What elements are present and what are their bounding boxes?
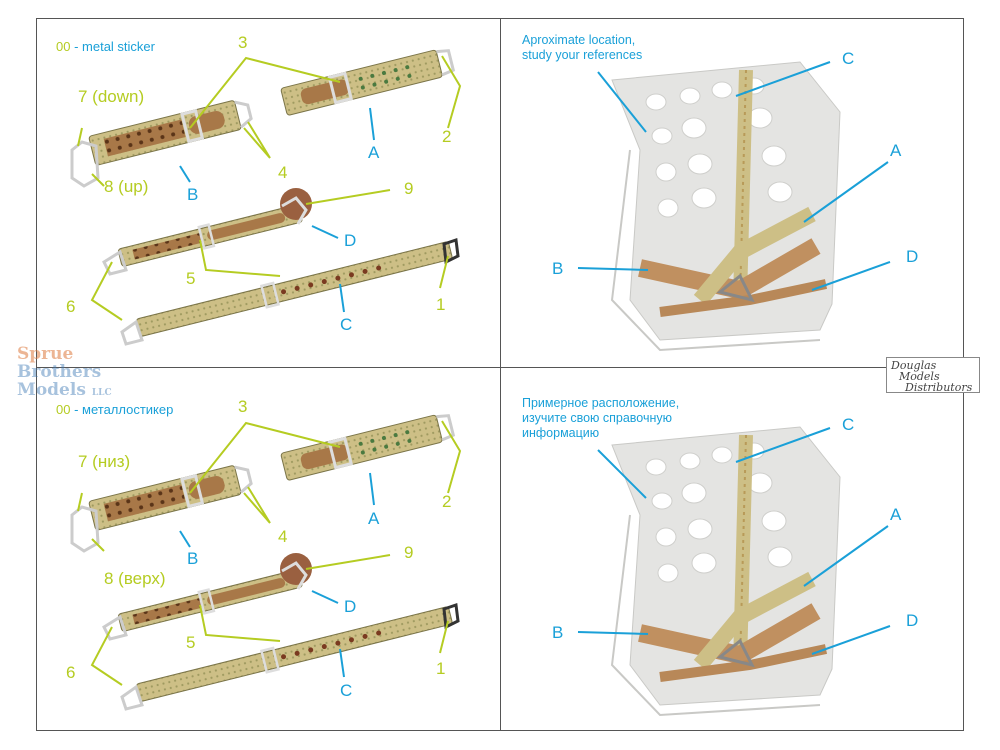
seat-label-B: B: [552, 259, 564, 278]
label-A: A: [368, 509, 380, 528]
label-5: 5: [186, 269, 196, 288]
seat-label-C: C: [842, 415, 855, 434]
legend-code: 00: [56, 39, 71, 54]
label-B: B: [187, 549, 199, 568]
distributor-line-2: Models: [899, 370, 940, 383]
legend-text: - metal sticker: [70, 39, 155, 54]
label-6: 6: [66, 297, 76, 316]
note-line-2: изучите свою справочную: [522, 411, 673, 425]
label-7: 7 (низ): [78, 452, 131, 471]
russian-strap-diagram: [70, 410, 462, 711]
label-1: 1: [436, 659, 446, 678]
label-D: D: [344, 231, 357, 250]
russian-seat-illustration: [577, 427, 891, 715]
location-note-en: Aproximate location, study your referenc…: [522, 33, 642, 63]
seat-label-B: B: [552, 623, 564, 642]
label-3: 3: [238, 397, 248, 416]
distributor-line-1: Douglas: [891, 359, 937, 372]
note-line-1: Aproximate location,: [522, 33, 636, 47]
label-3: 3: [238, 33, 248, 52]
watermark-line-3: Models LLC: [17, 380, 112, 400]
label-A: A: [368, 143, 380, 162]
legend-code: 00: [56, 402, 71, 417]
label-4: 4: [278, 163, 288, 182]
note-line-3: информацию: [522, 426, 600, 440]
watermark-line-2: Brothers: [17, 362, 102, 382]
label-2: 2: [442, 492, 452, 511]
label-1: 1: [436, 295, 446, 314]
label-8: 8 (up): [104, 177, 149, 196]
label-4: 4: [278, 527, 288, 546]
watermark-line-1: Sprue: [17, 344, 74, 364]
note-line-2: study your references: [522, 48, 643, 62]
seat-label-D: D: [906, 247, 919, 266]
legend-ru: 00 - металлостикер: [56, 403, 173, 416]
label-8: 8 (верх): [104, 569, 166, 588]
note-line-1: Примерное расположение,: [522, 396, 680, 410]
douglas-models-logo: Douglas Models Distributors: [886, 357, 980, 393]
label-D: D: [344, 597, 357, 616]
label-7: 7 (down): [78, 87, 145, 106]
label-9: 9: [404, 179, 414, 198]
seat-label-D: D: [906, 611, 919, 630]
label-9: 9: [404, 543, 414, 562]
legend-text: - металлостикер: [70, 402, 174, 417]
english-seat-illustration: [577, 62, 891, 350]
seat-label-A: A: [890, 141, 902, 160]
legend-en: 00 - metal sticker: [56, 40, 155, 53]
vertical-divider: [500, 18, 501, 731]
label-5: 5: [186, 633, 196, 652]
location-note-ru: Примерное расположение, изучите свою спр…: [522, 396, 679, 441]
distributor-line-3: Distributors: [905, 381, 973, 394]
label-C: C: [340, 315, 353, 334]
seat-label-C: C: [842, 49, 855, 68]
label-B: B: [187, 185, 199, 204]
seat-label-A: A: [890, 505, 902, 524]
label-2: 2: [442, 127, 452, 146]
label-6: 6: [66, 663, 76, 682]
sprue-brothers-watermark: Sprue Brothers Models LLC: [17, 345, 117, 403]
label-C: C: [340, 681, 353, 700]
